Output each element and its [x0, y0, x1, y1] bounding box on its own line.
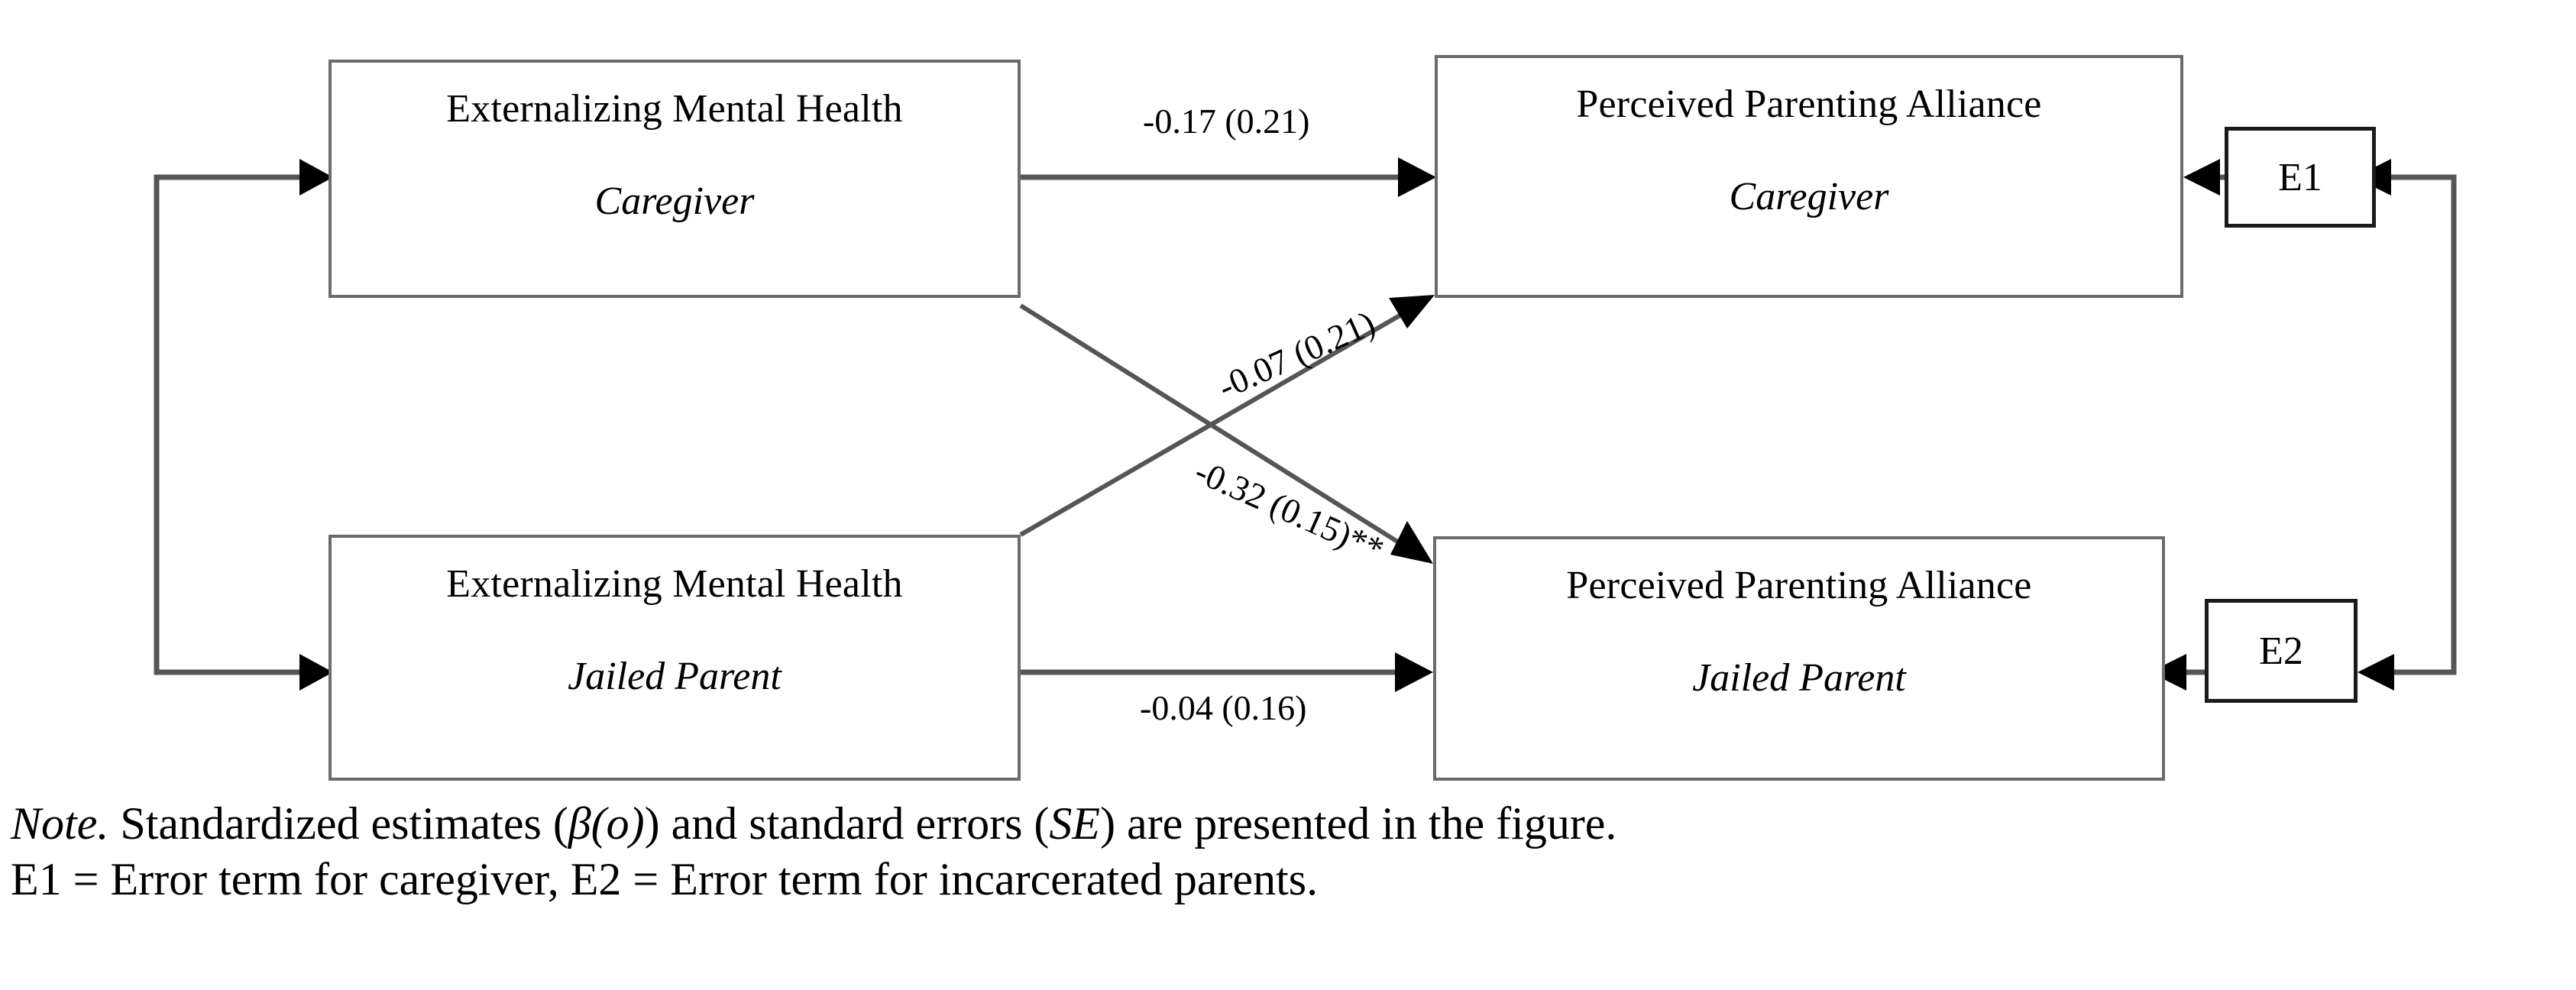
note-line-1-b: ) and standard errors (	[644, 798, 1050, 849]
error-e2-to-alliance-connector	[2150, 654, 2205, 691]
error-box-e2[interactable]: E2	[2205, 599, 2358, 703]
figure-note: Note. Standardized estimates (β(o)) and …	[11, 796, 2562, 907]
note-line-1-a: Standardized estimates (	[108, 798, 568, 849]
path-label-cg-to-cg: -0.17 (0.21)	[1143, 102, 1310, 141]
note-line-1-c: ) are presented in the figure.	[1100, 798, 1617, 849]
construct-subtitle: Caregiver	[594, 179, 755, 223]
note-lead: Note.	[11, 798, 109, 849]
correlation-errors-connector	[2354, 159, 2457, 691]
construct-box-externalizing-jailed-parent[interactable]: Externalizing Mental Health Jailed Paren…	[328, 535, 1021, 781]
construct-title: Perceived Parenting Alliance	[1576, 82, 2042, 126]
path-line-jp-to-jp	[1021, 652, 1433, 692]
construct-subtitle: Jailed Parent	[1692, 655, 1906, 700]
note-se-symbol: SE	[1049, 798, 1101, 849]
construct-subtitle: Caregiver	[1729, 174, 1889, 218]
error-box-label: E1	[2278, 155, 2322, 199]
construct-box-parenting-alliance-jailed-parent[interactable]: Perceived Parenting Alliance Jailed Pare…	[1433, 536, 2165, 781]
note-line-2: E1 = Error term for caregiver, E2 = Erro…	[11, 854, 1319, 905]
path-line-jp-to-cg	[1019, 295, 1435, 537]
path-line-cg-to-cg	[1021, 157, 1436, 197]
construct-title: Externalizing Mental Health	[446, 87, 903, 131]
construct-subtitle: Jailed Parent	[568, 654, 782, 698]
error-box-e1[interactable]: E1	[2225, 127, 2376, 228]
error-e1-to-alliance-connector	[2183, 159, 2225, 196]
construct-title: Perceived Parenting Alliance	[1566, 564, 2032, 607]
path-label-jp-to-jp: -0.04 (0.16)	[1140, 688, 1307, 727]
construct-box-externalizing-caregiver[interactable]: Externalizing Mental Health Caregiver	[328, 60, 1021, 298]
construct-box-parenting-alliance-caregiver[interactable]: Perceived Parenting Alliance Caregiver	[1435, 55, 2183, 298]
note-beta-symbol: β(o)	[568, 798, 645, 849]
error-box-label: E2	[2259, 629, 2303, 673]
correlation-exogenous-connector	[154, 159, 333, 691]
construct-title: Externalizing Mental Health	[446, 562, 903, 606]
note-line-1: Note. Standardized estimates (β(o)) and …	[11, 796, 2562, 852]
